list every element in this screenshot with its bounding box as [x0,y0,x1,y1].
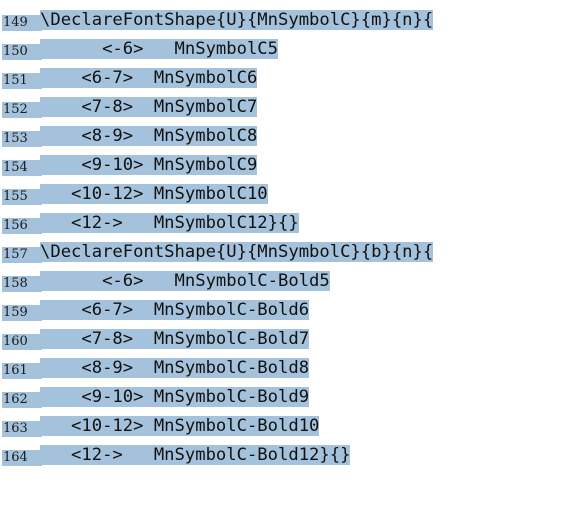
code-text: <8-9> MnSymbolC-Bold8 [40,358,310,378]
code-text: <7-8> MnSymbolC-Bold7 [40,329,310,349]
code-line: 162 <9-10> MnSymbolC-Bold9 [0,382,580,411]
line-number: 155 [2,189,42,205]
code-text: <10-12> MnSymbolC10 [40,184,268,204]
line-number: 154 [2,160,42,176]
line-number: 151 [2,73,42,89]
code-text: <9-10> MnSymbolC9 [40,155,258,175]
code-text: <8-9> MnSymbolC8 [40,126,258,146]
code-text: <12-> MnSymbolC-Bold12}{} [40,445,351,465]
line-number: 153 [2,131,42,147]
line-number: 149 [2,15,42,31]
line-number: 150 [2,44,42,60]
line-number: 156 [2,218,42,234]
code-line: 161 <8-9> MnSymbolC-Bold8 [0,353,580,382]
line-number: 160 [2,334,42,350]
code-text: <9-10> MnSymbolC-Bold9 [40,387,310,407]
code-line: 153 <8-9> MnSymbolC8 [0,121,580,150]
code-text: <7-8> MnSymbolC7 [40,97,258,117]
code-text: <-6> MnSymbolC-Bold5 [40,271,330,291]
line-number: 161 [2,363,42,379]
code-text: <6-7> MnSymbolC6 [40,68,258,88]
line-number: 152 [2,102,42,118]
code-line: 150 <-6> MnSymbolC5 [0,34,580,63]
code-text: <-6> MnSymbolC5 [40,39,278,59]
code-text: <10-12> MnSymbolC-Bold10 [40,416,320,436]
code-line: 151 <6-7> MnSymbolC6 [0,63,580,92]
code-line: 160 <7-8> MnSymbolC-Bold7 [0,324,580,353]
line-number: 162 [2,392,42,408]
code-line: 163 <10-12> MnSymbolC-Bold10 [0,411,580,440]
line-number: 163 [2,421,42,437]
code-text: \DeclareFontShape{U}{MnSymbolC}{b}{n}{ [40,242,434,262]
code-line: 158 <-6> MnSymbolC-Bold5 [0,266,580,295]
code-line: 149 \DeclareFontShape{U}{MnSymbolC}{m}{n… [0,5,580,34]
code-text: <6-7> MnSymbolC-Bold6 [40,300,310,320]
code-line: 152 <7-8> MnSymbolC7 [0,92,580,121]
code-text: \DeclareFontShape{U}{MnSymbolC}{m}{n}{ [40,10,434,30]
line-number: 157 [2,247,42,263]
code-line: 156 <12-> MnSymbolC12}{} [0,208,580,237]
code-line: 164 <12-> MnSymbolC-Bold12}{} [0,440,580,469]
code-line: 159 <6-7> MnSymbolC-Bold6 [0,295,580,324]
line-number: 164 [2,450,42,466]
code-line: 157 \DeclareFontShape{U}{MnSymbolC}{b}{n… [0,237,580,266]
code-line: 155 <10-12> MnSymbolC10 [0,179,580,208]
code-listing: 149 \DeclareFontShape{U}{MnSymbolC}{m}{n… [0,5,580,469]
line-number: 158 [2,276,42,292]
code-line: 154 <9-10> MnSymbolC9 [0,150,580,179]
line-number: 159 [2,305,42,321]
code-text: <12-> MnSymbolC12}{} [40,213,299,233]
